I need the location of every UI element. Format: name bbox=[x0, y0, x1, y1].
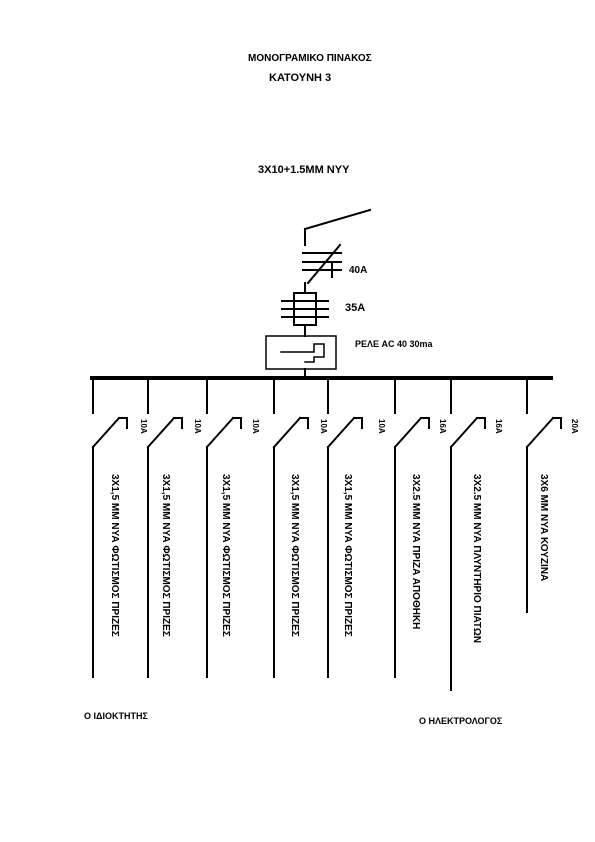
circuit-4-description: 3Χ1,5 ΜΜ ΝΥΑ ΦΩΤΙΣΜΟΣ ΠΡΙΖΕΣ bbox=[289, 474, 300, 637]
circuit-1-description: 3Χ1,5 ΜΜ ΝΥΑ ΦΩΤΙΣΜΟΣ ΠΡΙΖΕΣ bbox=[109, 474, 120, 637]
circuit-1-rating: 10Α bbox=[139, 419, 148, 434]
electrician-signature-label: Ο ΗΛΕΚΤΡΟΛΟΓΟΣ bbox=[419, 716, 503, 726]
supply-cable-label: 3Χ10+1.5ΜΜ ΝΥΥ bbox=[258, 164, 350, 176]
circuit-4-breaker-blade bbox=[272, 416, 302, 449]
circuit-1-breaker-blade bbox=[91, 416, 121, 449]
circuit-4-rating: 10Α bbox=[319, 419, 328, 434]
circuit-7-breaker-blade bbox=[449, 416, 479, 449]
circuit-5-description: 3Χ1,5 ΜΜ ΝΥΑ ΦΩΤΙΣΜΟΣ ΠΡΙΖΕΣ bbox=[342, 474, 353, 637]
circuit-2-description: 3Χ1,5 ΜΜ ΝΥΑ ΦΩΤΙΣΜΟΣ ΠΡΙΖΕΣ bbox=[160, 474, 171, 637]
main-switch-lever bbox=[303, 208, 372, 231]
circuit-2-breaker-blade bbox=[146, 416, 176, 449]
circuit-6-description: 3Χ2.5 ΜΜ ΝΥΑ ΠΡΙΖΑ ΑΠΟΘΗΚΗ bbox=[410, 474, 421, 630]
rcd-box bbox=[265, 335, 337, 370]
circuit-3-description: 3Χ1,5 ΜΜ ΝΥΑ ΦΩΤΙΣΜΟΣ ΠΡΙΖΕΣ bbox=[220, 474, 231, 637]
circuit-8-description: 3Χ6 ΜΜ ΝΥΑ ΚΟΥΖΙΝΑ bbox=[538, 474, 549, 582]
circuit-5-breaker-blade bbox=[326, 416, 356, 449]
rcd-symbol bbox=[280, 343, 325, 363]
circuit-2-rating: 10Α bbox=[193, 419, 202, 434]
circuit-7-description: 3Χ2.5 ΜΜ ΝΥΑ ΠΛΥΝΤΗΡΙΟ ΠΙΑΤΩΝ bbox=[471, 474, 482, 644]
rcd-label: ΡΕΛΕ AC 40 30ma bbox=[355, 339, 433, 349]
main-switch-rating: 40Α bbox=[349, 265, 368, 276]
circuit-8-rating: 20Α bbox=[570, 419, 579, 434]
main-fuse-rating: 35Α bbox=[345, 302, 366, 314]
circuit-5-rating: 10Α bbox=[377, 419, 386, 434]
circuit-7-rating: 16Α bbox=[494, 419, 503, 434]
owner-signature-label: Ο ΙΔΙΟΚΤΗΤΗΣ bbox=[84, 711, 148, 721]
circuit-8-breaker-blade bbox=[525, 416, 555, 449]
main-switch-blade bbox=[306, 243, 342, 285]
diagram-subtitle: ΚΑΤΟΥΝΗ 3 bbox=[269, 72, 332, 84]
circuit-3-rating: 10Α bbox=[251, 419, 260, 434]
diagram-title: ΜΟΝΟΓΡΑΜΙΚΟ ΠΙΝΑΚΟΣ bbox=[248, 53, 372, 64]
circuit-6-rating: 16Α bbox=[438, 419, 447, 434]
circuit-3-breaker-blade bbox=[205, 416, 235, 449]
circuit-6-breaker-blade bbox=[393, 416, 423, 449]
